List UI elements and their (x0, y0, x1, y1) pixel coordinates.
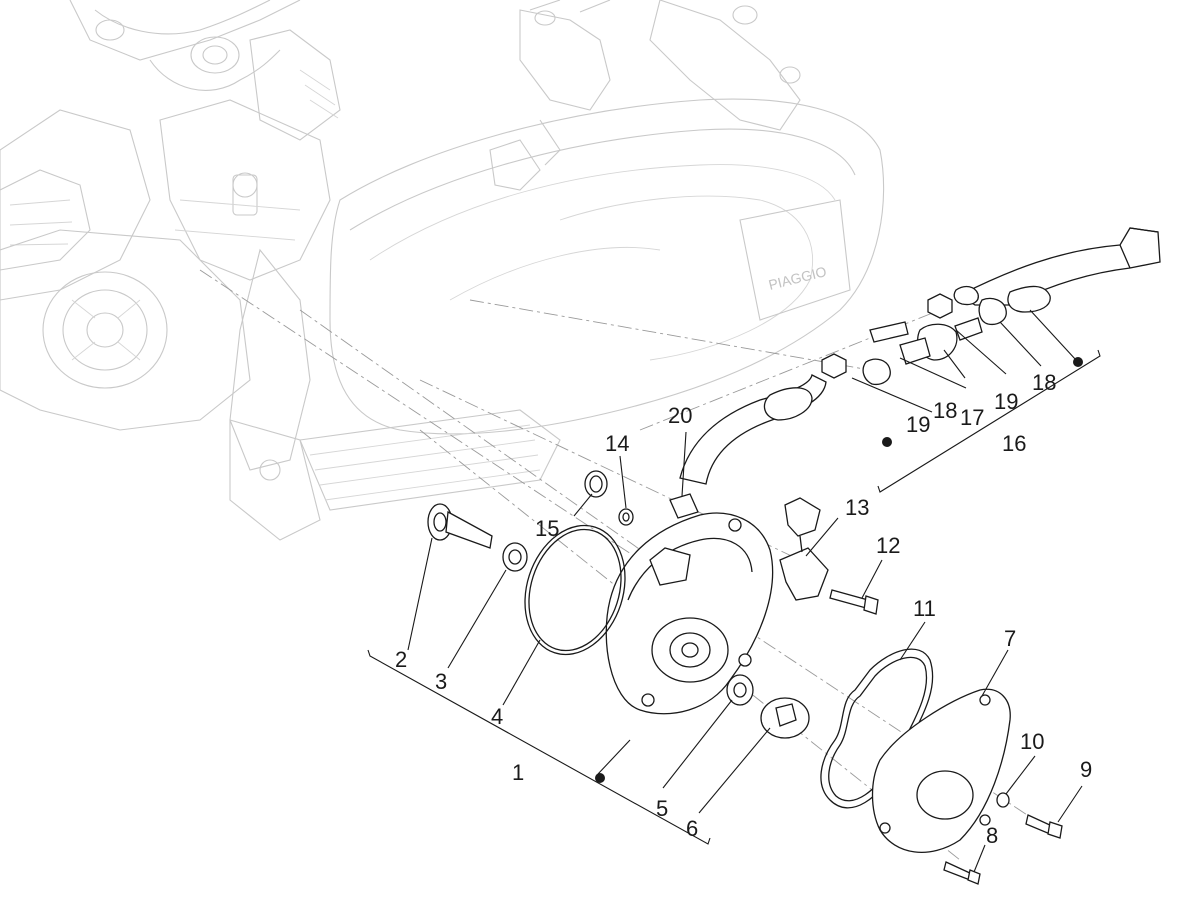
callout-5: 5 (656, 796, 668, 821)
callout-7: 7 (1004, 626, 1016, 651)
pump-shaft (427, 503, 493, 549)
bearing (502, 542, 528, 572)
callout-12: 12 (876, 533, 900, 558)
o-ring (524, 524, 626, 656)
callout-1: 1 (512, 760, 524, 785)
callout-9: 9 (1080, 757, 1092, 782)
callout-20: 20 (668, 403, 692, 428)
callout-18-a: 18 (933, 398, 957, 423)
callout-6: 6 (686, 816, 698, 841)
cover-fasteners (943, 792, 1063, 885)
callout-3: 3 (435, 669, 447, 694)
small-hose (669, 374, 827, 519)
sealing-washers (584, 470, 634, 526)
engine-background-drawing: PIAGGIO (0, 0, 885, 541)
brand-logo: PIAGGIO (767, 263, 828, 293)
callout-18-b: 18 (1032, 370, 1056, 395)
pump-cover (871, 688, 1011, 853)
temperature-sensor (779, 497, 829, 601)
callout-19-b: 19 (994, 389, 1018, 414)
callout-11: 11 (913, 596, 936, 621)
callout-8: 8 (986, 823, 998, 848)
callout-15: 15 (535, 516, 559, 541)
callout-19-a: 19 (906, 412, 930, 437)
assembly-bracket-1 (367, 649, 711, 845)
impeller-parts (726, 674, 810, 739)
coolant-hose-assembly (821, 227, 1161, 386)
callout-4: 4 (491, 704, 503, 729)
callout-16: 16 (1002, 431, 1026, 456)
callout-17: 17 (960, 405, 984, 430)
water-pump-body (605, 512, 774, 715)
assembly-bracket-16 (877, 349, 1101, 493)
callout-13: 13 (845, 495, 869, 520)
callout-labels: 1 2 3 4 5 6 7 8 9 10 11 12 13 14 15 16 1… (395, 370, 1092, 848)
leader-lines (407, 309, 1083, 873)
bolt (829, 589, 879, 615)
callout-14: 14 (605, 431, 629, 456)
callout-2: 2 (395, 647, 407, 672)
callout-10: 10 (1020, 729, 1044, 754)
